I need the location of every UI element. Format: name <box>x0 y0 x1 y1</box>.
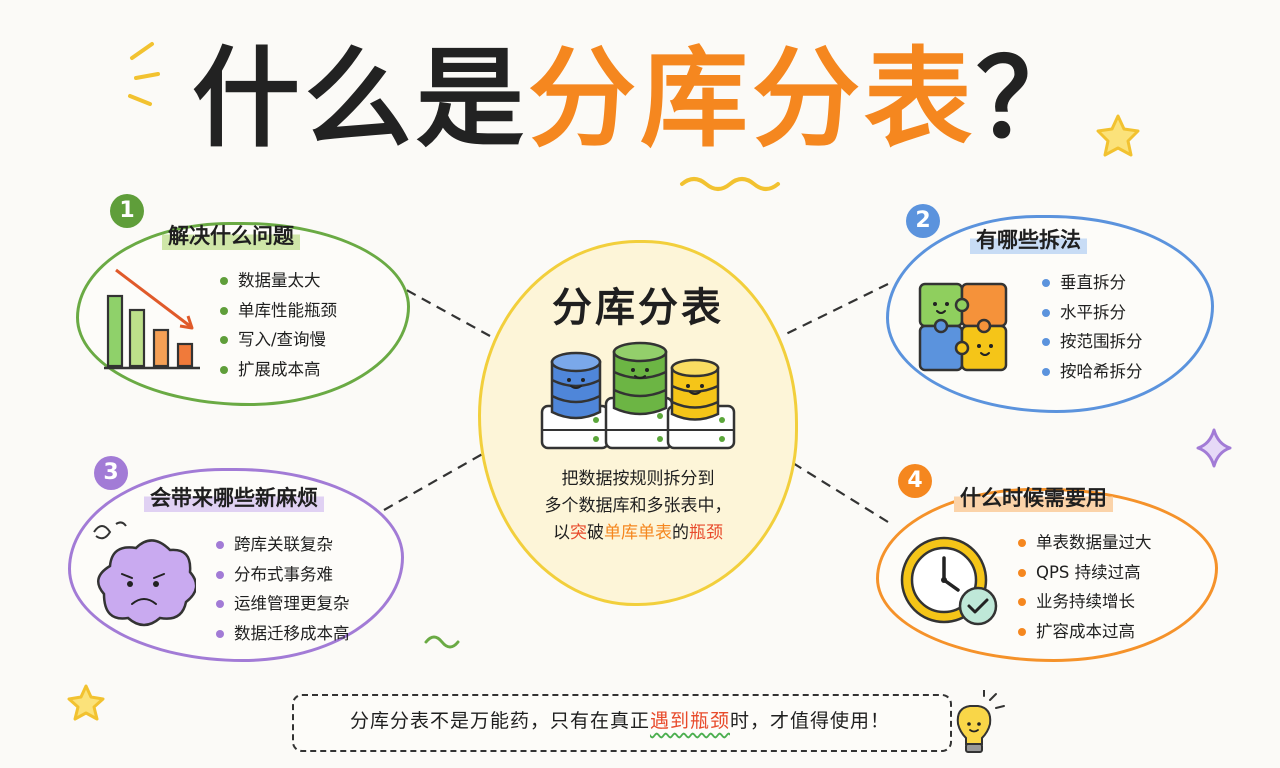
squiggle-icon <box>424 635 460 649</box>
panel-4-number: 4 <box>898 464 932 498</box>
list-item: QPS 持续过高 <box>1018 558 1152 588</box>
list-item: 按哈希拆分 <box>1042 357 1143 387</box>
connector-3 <box>383 451 487 511</box>
center-line-3-orange: 单库单表 <box>604 523 672 543</box>
list-item: 跨库关联复杂 <box>216 530 350 560</box>
center-line-1: 把数据按规则拆分到 <box>561 469 715 489</box>
sparkle-lines-icon <box>128 42 160 106</box>
list-item: 扩展成本高 <box>220 355 337 385</box>
connector-1 <box>391 281 491 337</box>
panel-2-heading: 有哪些拆法 <box>970 226 1087 254</box>
center-line-3: 以突破单库单表的瓶颈 <box>496 520 780 547</box>
sparkle-icon <box>1196 428 1232 468</box>
list-item: 水平拆分 <box>1042 298 1143 328</box>
center-line-3-prefix: 以 <box>553 523 570 543</box>
list-item: 按范围拆分 <box>1042 327 1143 357</box>
connector-4 <box>787 459 889 523</box>
bottom-note: 分库分表不是万能药，只有在真正遇到瓶颈时，才值得使用！ <box>292 694 948 748</box>
panel-3-list: 跨库关联复杂 分布式事务难 运维管理更复杂 数据迁移成本高 <box>216 530 350 648</box>
center-line-3-mid: 破 <box>587 523 604 543</box>
title-part3: ？ <box>976 37 1089 162</box>
list-item: 写入/查询慢 <box>220 325 337 355</box>
list-item: 垂直拆分 <box>1042 268 1143 298</box>
center-line-3-mid2: 的 <box>672 523 689 543</box>
center-description: 把数据按规则拆分到 多个数据库和多张表中， 以突破单库单表的瓶颈 <box>496 466 780 547</box>
list-item: 数据迁移成本高 <box>216 619 350 649</box>
note-highlight: 遇到瓶颈 <box>649 710 730 732</box>
puzzle-icon <box>918 282 1008 372</box>
panel-3-number: 3 <box>94 456 128 490</box>
center-line-3-red: 突 <box>570 523 587 543</box>
clock-check-icon <box>900 536 998 626</box>
center-title: 分库分表 <box>552 285 724 331</box>
list-item: 单表数据量过大 <box>1018 528 1152 558</box>
title-part2: 分库分表 <box>527 37 976 162</box>
database-servers-icon <box>540 341 736 450</box>
page-title: 什么是分库分表？ <box>0 30 1280 170</box>
star-icon <box>1096 114 1140 157</box>
panel-4-list: 单表数据量过大 QPS 持续过高 业务持续增长 扩容成本过高 <box>1018 528 1152 646</box>
panel-2-list: 垂直拆分 水平拆分 按范围拆分 按哈希拆分 <box>1042 268 1143 386</box>
list-item: 分布式事务难 <box>216 560 350 590</box>
list-item: 运维管理更复杂 <box>216 589 350 619</box>
worried-cloud-icon <box>93 521 196 627</box>
panel-1-heading: 解决什么问题 <box>162 222 300 250</box>
declining-chart-icon <box>104 268 200 370</box>
panel-1-list: 数据量太大 单库性能瓶颈 写入/查询慢 扩展成本高 <box>220 266 337 384</box>
panel-2-number: 2 <box>906 204 940 238</box>
star-icon <box>67 684 105 721</box>
panel-1-number: 1 <box>110 194 144 228</box>
center-line-3-red2: 瓶颈 <box>689 523 723 543</box>
connector-2 <box>785 283 889 335</box>
lightbulb-icon <box>956 690 1005 753</box>
title-part1: 什么是 <box>191 37 528 162</box>
note-suffix: 时，才值得使用！ <box>730 710 891 732</box>
list-item: 扩容成本过高 <box>1018 617 1152 647</box>
panel-3-heading: 会带来哪些新麻烦 <box>144 484 324 512</box>
bottom-note-box <box>292 694 952 752</box>
center-line-2: 多个数据库和多张表中， <box>544 496 732 516</box>
list-item: 数据量太大 <box>220 266 337 296</box>
title-squiggle <box>680 177 780 191</box>
note-prefix: 分库分表不是万能药，只有在真正 <box>349 710 650 732</box>
list-item: 业务持续增长 <box>1018 587 1152 617</box>
panel-4-heading: 什么时候需要用 <box>954 484 1113 512</box>
list-item: 单库性能瓶颈 <box>220 296 337 326</box>
